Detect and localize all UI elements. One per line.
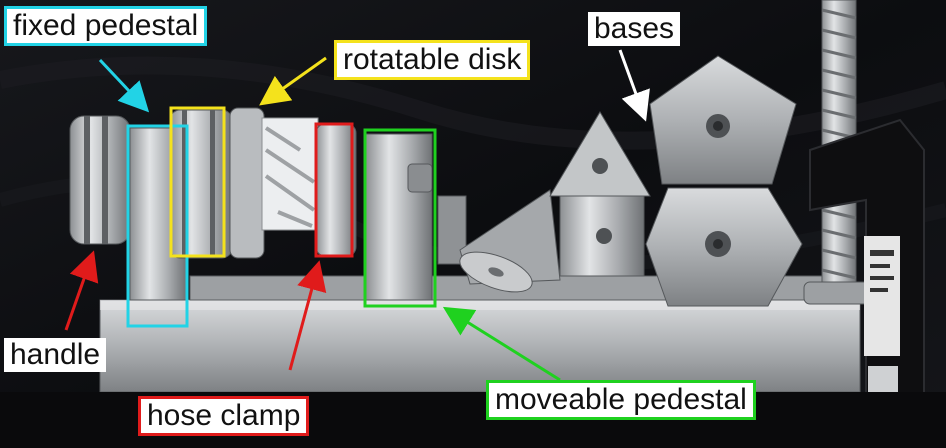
handle-arrow — [64, 250, 99, 331]
fixed-pedestal-label: fixed pedestal — [4, 6, 208, 46]
hexagon-base — [645, 187, 803, 307]
triangle-base — [549, 111, 651, 277]
clamp-frame — [809, 118, 925, 448]
wedge-base — [437, 189, 561, 293]
fixed-pedestal-arrow — [98, 58, 150, 113]
bases-arrow — [618, 49, 650, 122]
rotatable-disk-arrow — [259, 56, 327, 106]
moveable-pedestal-part — [365, 133, 433, 301]
moveable-pedestal-label: moveable pedestal — [486, 380, 756, 420]
hose-clamp-arrow — [288, 260, 327, 371]
rotatable-disk-box — [169, 106, 226, 258]
handle-part — [69, 115, 131, 245]
handle-label: handle — [4, 338, 107, 372]
moveable-pedestal-arrow — [442, 306, 561, 382]
base-plate — [99, 299, 861, 393]
hose-clamp-box — [314, 122, 354, 258]
moveable-pedestal-box — [363, 128, 437, 308]
fixed-pedestal-box — [126, 124, 189, 328]
pentagon-base — [649, 55, 797, 185]
hose-clamp-label: hose clamp — [138, 396, 310, 436]
bases-label: bases — [588, 12, 681, 46]
rotatable-disk-label: rotatable disk — [334, 40, 531, 80]
twisted-specimen — [261, 117, 319, 231]
